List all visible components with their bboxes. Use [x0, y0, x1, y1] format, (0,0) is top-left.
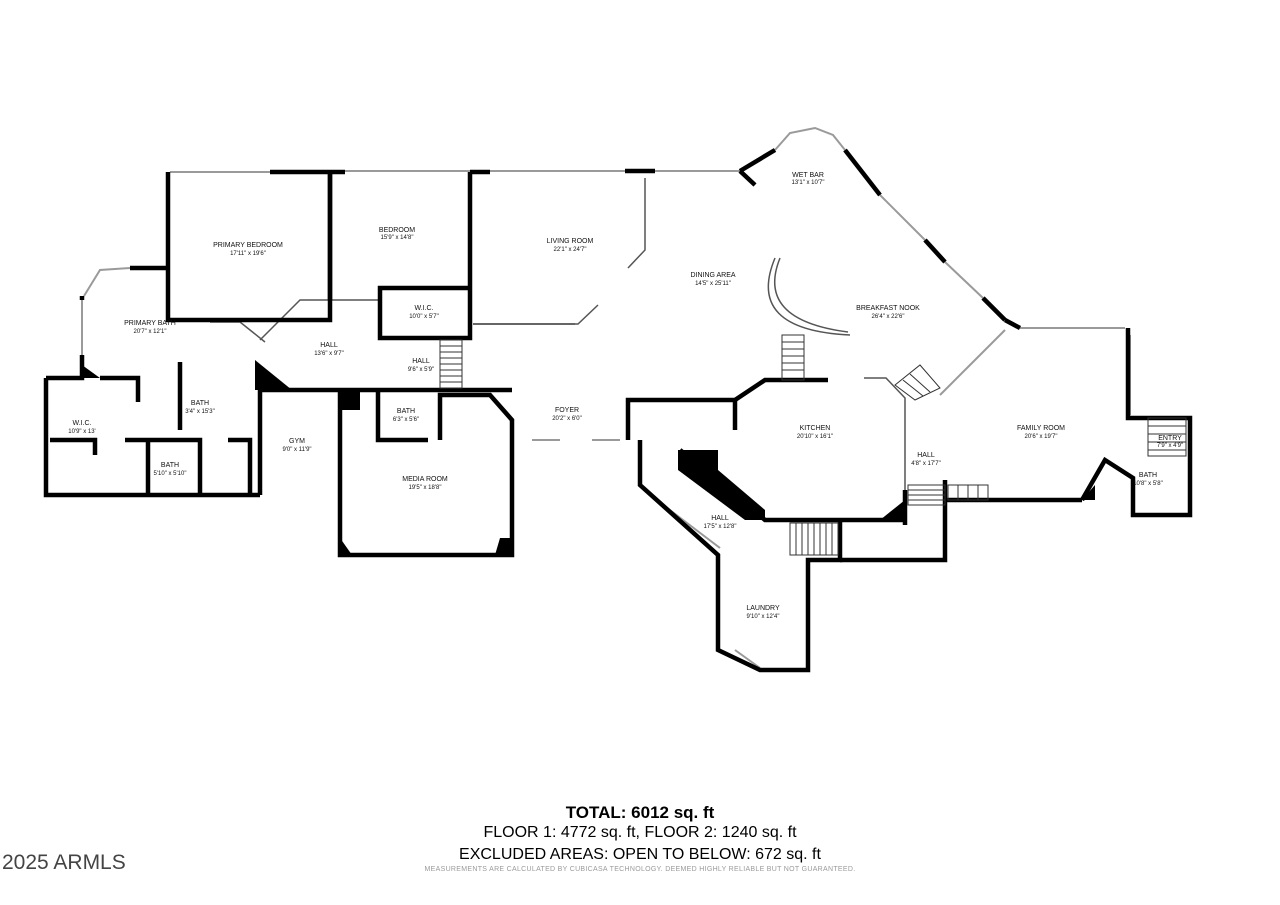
- watermark: 2025 ARMLS: [2, 851, 126, 874]
- window-lines: [81, 126, 1131, 669]
- room-dims: 19'5" x 18'8": [409, 485, 442, 491]
- room-name: BEDROOM: [379, 227, 415, 234]
- stairs: [439, 334, 1187, 556]
- floor-areas: FLOOR 1: 4772 sq. ft, FLOOR 2: 1240 sq. …: [483, 824, 797, 841]
- room-dims: 13'1" x 10'7": [792, 180, 825, 186]
- room-name: FOYER: [555, 407, 579, 414]
- room-name: BATH: [397, 408, 415, 415]
- room-dims: 17'11" x 19'6": [230, 251, 266, 257]
- room-name: HALL: [917, 452, 935, 459]
- disclaimer: MEASUREMENTS ARE CALCULATED BY CUBICASA …: [424, 866, 856, 873]
- room-dims: 13'6" x 9'7": [314, 351, 344, 357]
- room-dims: 9'0" x 11'9": [282, 447, 311, 453]
- room-dims: 10'8" x 5'8": [1133, 481, 1163, 487]
- room-dims: 10'0" x 5'7": [409, 314, 439, 320]
- total-area: TOTAL: 6012 sq. ft: [565, 803, 715, 822]
- room-dims: 20'6" x 19'7": [1025, 434, 1058, 440]
- room-name: DINING AREA: [690, 272, 735, 279]
- room-name: FAMILY ROOM: [1017, 425, 1065, 432]
- room-name: PRIMARY BEDROOM: [213, 242, 283, 249]
- room-name: HALL: [320, 342, 338, 349]
- room-dims: 6'3" x 5'6": [393, 417, 419, 423]
- room-dims: 3'4" x 15'3": [185, 409, 215, 415]
- room-name: BREAKFAST NOOK: [856, 305, 920, 312]
- room-name: LAUNDRY: [746, 605, 780, 612]
- solid-blocks: [82, 360, 1095, 555]
- room-name: BATH: [191, 400, 209, 407]
- room-dims: 9'6" x 5'9": [408, 367, 434, 373]
- room-name: MEDIA ROOM: [402, 476, 448, 483]
- room-name: HALL: [412, 358, 430, 365]
- room-name: W.I.C.: [414, 305, 433, 312]
- room-name: BATH: [1139, 472, 1157, 479]
- room-dims: 20'7" x 12'1": [134, 329, 167, 335]
- room-dims: 26'4" x 22'6": [872, 314, 905, 320]
- room-dims: 9'10" x 12'4": [747, 614, 780, 620]
- room-dims: 10'9" x 13': [68, 429, 95, 435]
- room-dims: 5'10" x 5'10": [154, 471, 187, 477]
- room-dims: 14'5" x 25'11": [695, 281, 731, 287]
- room-dims: 4'8" x 17'7": [911, 461, 941, 467]
- room-name: HALL: [711, 515, 729, 522]
- room-dims: 17'5" x 12'8": [704, 524, 737, 530]
- excluded-areas: EXCLUDED AREAS: OPEN TO BELOW: 672 sq. f…: [459, 846, 821, 863]
- room-dims: 20'2" x 6'0": [552, 416, 582, 422]
- room-name: GYM: [289, 438, 305, 445]
- room-name: WET BAR: [792, 172, 824, 179]
- room-labels: WET BAR 13'1" x 10'7" PRIMARY BEDROOM 17…: [68, 172, 1183, 620]
- room-name: PRIMARY BATH: [124, 320, 176, 327]
- room-dims: 15'9" x 14'8": [381, 235, 414, 241]
- thin-walls: [210, 178, 906, 490]
- room-name: W.I.C.: [72, 420, 91, 427]
- room-name: BATH: [161, 462, 179, 469]
- walls: [43, 148, 1193, 673]
- room-name: ENTRY: [1158, 435, 1182, 442]
- room-name: LIVING ROOM: [547, 238, 594, 245]
- room-name: KITCHEN: [800, 425, 831, 432]
- room-dims: 20'10" x 16'1": [797, 434, 833, 440]
- room-dims: 7'9" x 4'9": [1157, 443, 1183, 449]
- room-dims: 22'1" x 24'7": [554, 247, 587, 253]
